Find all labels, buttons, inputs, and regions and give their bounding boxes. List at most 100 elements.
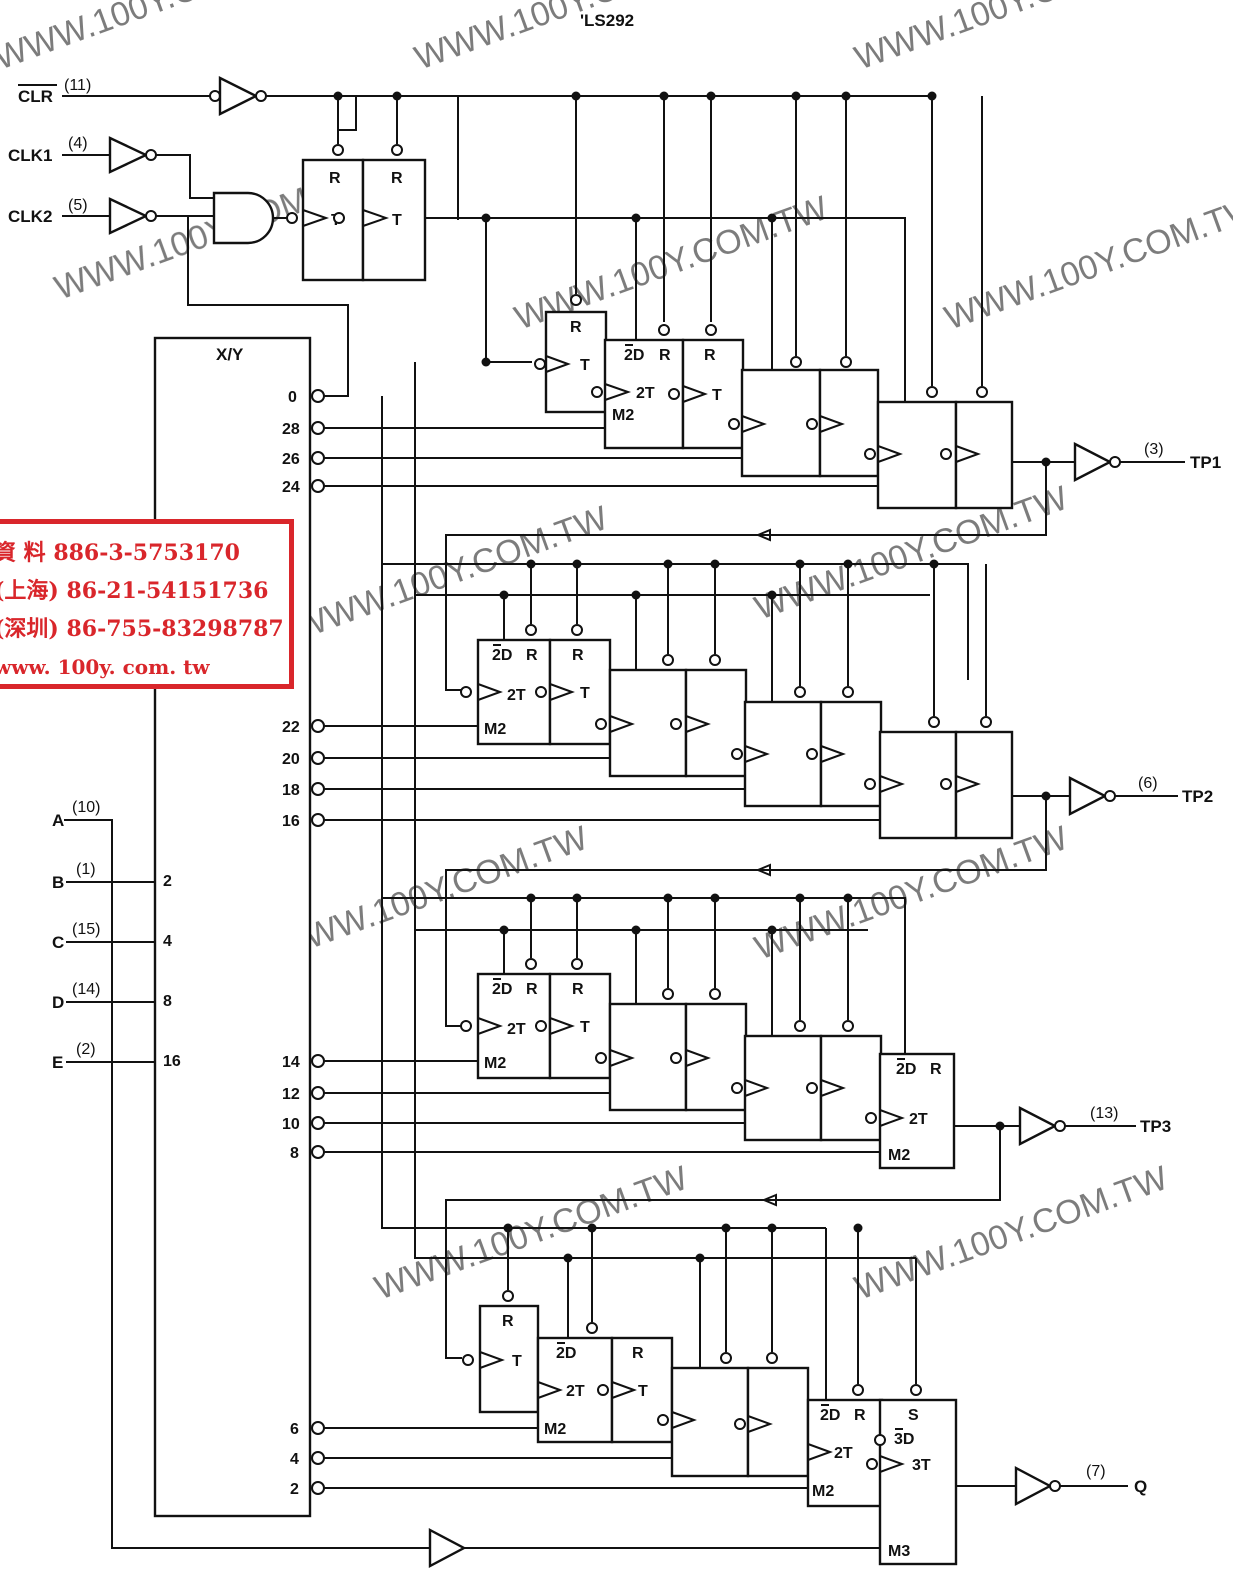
ff-label: R xyxy=(570,319,582,336)
clk1-label: CLK1 xyxy=(8,146,52,165)
ff-label: T xyxy=(392,212,402,229)
ff-label: 3T xyxy=(912,1457,931,1474)
sel-c-pin: (15) xyxy=(72,921,100,938)
decoder-out: 12 xyxy=(282,1086,300,1103)
watermark-text: WWW.100Y.COM.TW xyxy=(290,499,613,648)
decoder-box xyxy=(153,336,312,1518)
sel-a-buffer xyxy=(428,1528,467,1568)
ff-label: M2 xyxy=(812,1483,834,1500)
clk2-pin: (5) xyxy=(68,197,88,214)
ff-label: 2T xyxy=(909,1111,928,1128)
ff-label: 2T xyxy=(507,1021,526,1038)
clr-label: CLR xyxy=(18,87,53,106)
ff-label: 2D xyxy=(624,347,644,364)
decoder-out: 6 xyxy=(290,1421,299,1438)
ff-label: 2D xyxy=(556,1345,576,1362)
decoder-out: 20 xyxy=(282,751,300,768)
ff-label: M2 xyxy=(888,1147,910,1164)
output-tp2: (6) TP2 xyxy=(1068,775,1213,816)
ff-label: R xyxy=(329,170,341,187)
ff-label: R xyxy=(572,647,584,664)
ff-label: R xyxy=(526,647,538,664)
ff-label: 2D xyxy=(896,1061,916,1078)
sel-d-pin: (14) xyxy=(72,981,100,998)
sel-e-pin: (2) xyxy=(76,1041,96,1058)
prescaler-ffs: R R T T xyxy=(301,91,906,402)
stage-1: R T 2D R R 2T T M2 xyxy=(445,91,1075,691)
decoder-outputs: 0 28 26 24 22 20 18 16 14 12 10 8 6 4 2 xyxy=(282,389,300,1498)
decoder-out: 28 xyxy=(282,421,300,438)
q-label: Q xyxy=(1134,1477,1147,1496)
tp3-pin: (13) xyxy=(1090,1105,1118,1122)
ff-label: R xyxy=(502,1313,514,1330)
ff-label: R xyxy=(526,981,538,998)
bus-left-1 xyxy=(381,396,508,1229)
bus-left-2 xyxy=(414,362,508,1259)
ff-label: 2T xyxy=(566,1383,585,1400)
ff-label: S xyxy=(908,1407,919,1424)
clk2-label: CLK2 xyxy=(8,207,52,226)
input-clr: CLR (11) xyxy=(18,76,935,116)
sel-a-pin: (10) xyxy=(72,799,100,816)
watermark-text: WWW.100Y.COM.TW xyxy=(0,0,313,78)
q-pin: (7) xyxy=(1086,1463,1106,1480)
ff-label: R xyxy=(854,1407,866,1424)
ff-label: R xyxy=(391,170,403,187)
clk2-branch xyxy=(187,216,349,397)
ff-label: T xyxy=(712,387,722,404)
output-q: (7) Q xyxy=(1014,1463,1147,1506)
tp2-label: TP2 xyxy=(1182,787,1213,806)
stamp-website: www. 100y. com. tw xyxy=(0,655,210,679)
tp2-pin: (6) xyxy=(1138,775,1158,792)
clr-out-bubble xyxy=(255,90,267,102)
watermark-text: WWW.100Y.COM.TW xyxy=(410,0,733,78)
output-tp3: (13) TP3 xyxy=(1018,1105,1171,1146)
ff-label: T xyxy=(580,685,590,702)
clk1-pin: (4) xyxy=(68,135,88,152)
decoder-out: 22 xyxy=(282,719,300,736)
ff-label: R xyxy=(704,347,716,364)
tp3-label: TP3 xyxy=(1140,1117,1171,1136)
sel-e-label: E xyxy=(52,1053,63,1072)
ff-label: 2T xyxy=(507,687,526,704)
stage-3: 2D R R 2T T M2 2D xyxy=(445,893,1020,1359)
ff-label: 3D xyxy=(894,1431,914,1448)
ff-label: 2T xyxy=(834,1445,853,1462)
decoder-out: 24 xyxy=(282,479,300,496)
sel-d-weight: 8 xyxy=(163,993,172,1010)
ff-label: 2T xyxy=(636,385,655,402)
watermark-text: WWW.100Y.COM.TW xyxy=(750,819,1073,968)
ff-label: T xyxy=(512,1353,522,1370)
watermark-text: WWW.100Y.COM.TW xyxy=(850,0,1173,78)
stage-2: 2D R R 2T T M2 xyxy=(445,559,1070,1027)
ff-label: 2D xyxy=(492,647,512,664)
ff-label: T xyxy=(580,1019,590,1036)
tp1-inverter xyxy=(1073,442,1113,482)
ff-label: M2 xyxy=(612,407,634,424)
clk1-inverter xyxy=(108,136,149,174)
ff-label: T xyxy=(580,357,590,374)
select-inputs: A (10) B (1) 2 C (15) 4 D (14) 8 E (2) 1… xyxy=(52,799,880,1568)
watermark-text: WWW.100Y.COM.TW xyxy=(940,189,1233,338)
stage-4: R T 2D R 2T T M2 2D R 2T M2 xyxy=(462,1223,1016,1566)
decoder-wires xyxy=(324,427,880,1489)
ff-label: M2 xyxy=(484,721,506,738)
contact-stamp: 資 料 886-3-5753170 (上海) 86-21-54151736 (深… xyxy=(0,519,294,689)
decoder-out: 18 xyxy=(282,782,300,799)
clr-inverter xyxy=(218,76,259,116)
sel-c-weight: 4 xyxy=(163,933,172,950)
ff-label: T xyxy=(638,1383,648,1400)
sel-a-label: A xyxy=(52,811,64,830)
clk2-inverter xyxy=(108,197,149,235)
ff-label: R xyxy=(930,1061,942,1078)
tp1-label: TP1 xyxy=(1190,453,1221,472)
sel-e-weight: 16 xyxy=(163,1053,181,1070)
ff-label: M2 xyxy=(484,1055,506,1072)
decoder-out: 2 xyxy=(290,1481,299,1498)
q-inverter xyxy=(1014,1466,1053,1506)
decoder-out: 0 xyxy=(288,389,297,406)
tp3-inverter xyxy=(1018,1106,1058,1146)
ff-label: R xyxy=(632,1345,644,1362)
decoder-out: 4 xyxy=(290,1451,299,1468)
stamp-line: (深圳) 86-755-83298787 xyxy=(0,616,284,642)
